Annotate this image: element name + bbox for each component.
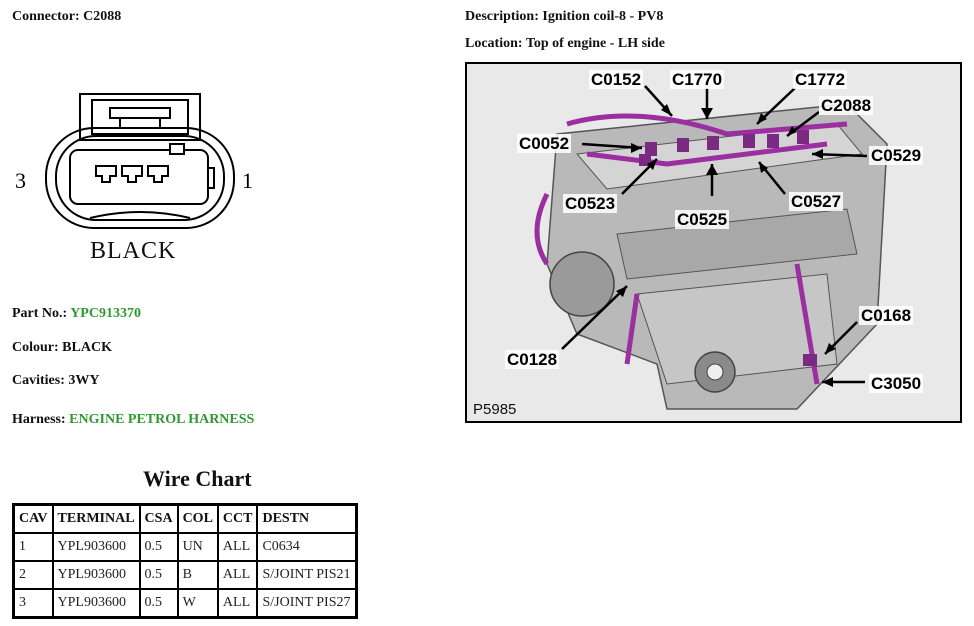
cell-destn: S/JOINT PIS21 [256, 560, 358, 590]
pin-right-label: 1 [242, 168, 253, 193]
cell-terminal: YPL903600 [51, 532, 141, 562]
connector-face-diagram: 3 1 [10, 88, 270, 268]
cell-col: B [176, 560, 219, 590]
callout-c3050: C3050 [869, 374, 924, 393]
description-value: Ignition coil-8 - PV8 [542, 9, 664, 24]
harness-label: Harness: [12, 412, 66, 427]
header-cct: CCT [216, 503, 259, 534]
harness: Harness: ENGINE PETROL HARNESS [12, 412, 254, 428]
connector-label: Connector: [12, 9, 80, 24]
description: Description: Ignition coil-8 - PV8 [465, 9, 663, 25]
callout-c0529: C0529 [869, 146, 924, 165]
callout-c0152: C0152 [589, 70, 644, 89]
cell-terminal: YPL903600 [51, 588, 141, 619]
table-header-row: CAV TERMINAL CSA COL CCT DESTN [12, 503, 358, 534]
table-row: 1 YPL903600 0.5 UN ALL C0634 [12, 532, 358, 562]
engine-location-figure: C0152 C1770 C1772 C2088 C0052 C0529 C052… [465, 62, 962, 423]
engine-illustration [534, 85, 888, 410]
callout-c0168: C0168 [859, 306, 914, 325]
pin-left-label: 3 [15, 168, 26, 193]
connector-color-label: BLACK [90, 238, 177, 264]
harness-link[interactable]: ENGINE PETROL HARNESS [69, 412, 255, 427]
cell-destn: S/JOINT PIS27 [256, 588, 358, 619]
part-number-link[interactable]: YPC913370 [70, 306, 141, 321]
part-number-label: Part No.: [12, 306, 68, 321]
figure-id: P5985 [473, 401, 517, 418]
connector-title: Connector: C2088 [12, 9, 121, 25]
callout-c0523: C0523 [563, 194, 618, 213]
cell-col: W [176, 588, 219, 619]
callout-c0525: C0525 [675, 210, 730, 229]
cell-cct: ALL [216, 532, 259, 562]
location: Location: Top of engine - LH side [465, 36, 665, 52]
cell-cav: 1 [12, 532, 54, 562]
cavities-value: 3WY [68, 373, 100, 388]
callout-c0052: C0052 [517, 134, 572, 153]
wire-chart-table: CAV TERMINAL CSA COL CCT DESTN 1 YPL9036… [12, 503, 358, 619]
cell-csa: 0.5 [138, 532, 179, 562]
table-row: 3 YPL903600 0.5 W ALL S/JOINT PIS27 [12, 588, 358, 619]
cell-destn: C0634 [256, 532, 358, 562]
location-value: Top of engine - LH side [525, 36, 665, 51]
header-csa: CSA [138, 503, 179, 534]
table-row: 2 YPL903600 0.5 B ALL S/JOINT PIS21 [12, 560, 358, 590]
callout-c2088: C2088 [819, 96, 874, 115]
cell-cct: ALL [216, 560, 259, 590]
cell-cav: 3 [12, 588, 54, 619]
header-cav: CAV [12, 503, 54, 534]
cell-csa: 0.5 [138, 588, 179, 619]
callout-c1770: C1770 [670, 70, 725, 89]
colour-value: BLACK [62, 340, 112, 355]
description-label: Description: [465, 9, 539, 24]
wire-chart-title: Wire Chart [143, 466, 252, 491]
cell-col: UN [176, 532, 219, 562]
callout-c1772: C1772 [793, 70, 848, 89]
cavities: Cavities: 3WY [12, 373, 100, 389]
cell-csa: 0.5 [138, 560, 179, 590]
callout-c0527: C0527 [789, 192, 844, 211]
cavities-label: Cavities: [12, 373, 65, 388]
header-col: COL [176, 503, 219, 534]
location-label: Location: [465, 36, 523, 51]
cell-cav: 2 [12, 560, 54, 590]
connector-id: C2088 [83, 9, 122, 24]
header-destn: DESTN [256, 503, 358, 534]
colour-label: Colour: [12, 340, 59, 355]
header-terminal: TERMINAL [51, 503, 141, 534]
cell-cct: ALL [216, 588, 259, 619]
callout-c0128: C0128 [505, 350, 560, 369]
part-number: Part No.: YPC913370 [12, 306, 141, 322]
colour: Colour: BLACK [12, 340, 112, 356]
cell-terminal: YPL903600 [51, 560, 141, 590]
